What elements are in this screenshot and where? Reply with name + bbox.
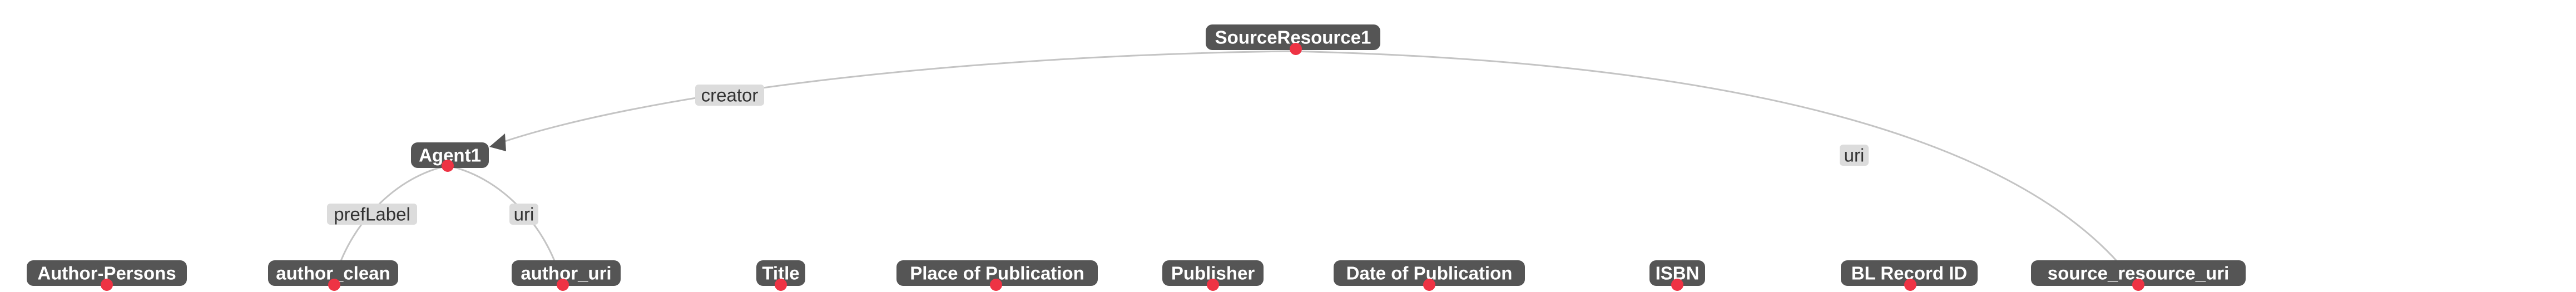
node-title-box [756, 260, 805, 286]
node-author-uri-box [512, 260, 621, 286]
nodes-layer: SourceResource1 Agent1 Author-Persons au… [27, 24, 2246, 286]
handle-source-resource-uri[interactable] [2132, 279, 2144, 291]
handle-date-of-publication[interactable] [1423, 279, 1435, 291]
handle-agent[interactable] [442, 160, 454, 172]
handle-author-clean[interactable] [328, 279, 340, 291]
edge-label-preflabel[interactable]: prefLabel [327, 204, 417, 225]
edge-labels-layer: creator uri prefLabel uri [327, 85, 1869, 225]
edge-label-creator[interactable]: creator [695, 85, 764, 106]
handle-publisher[interactable] [1207, 279, 1219, 291]
node-author-clean-box [268, 260, 398, 286]
node-author-persons-box [27, 260, 187, 286]
edges-layer [333, 50, 2137, 284]
handle-source-resource[interactable] [1290, 43, 1302, 55]
node-source-resource[interactable]: SourceResource1 [1206, 24, 1380, 50]
edge-label-uri-agent[interactable]: uri [509, 204, 538, 225]
node-publisher-box [1162, 260, 1264, 286]
edge-label-creator-box [695, 85, 764, 106]
node-source-resource-box [1206, 24, 1380, 50]
node-source-resource-uri[interactable]: source_resource_uri [2031, 260, 2246, 286]
node-place-of-publication-box [896, 260, 1098, 286]
node-place-of-publication[interactable]: Place of Publication [896, 260, 1098, 286]
node-isbn-box [1649, 260, 1705, 286]
handle-isbn[interactable] [1671, 279, 1683, 291]
handles-layer [101, 43, 2144, 291]
handle-title[interactable] [775, 279, 787, 291]
handle-author-persons[interactable] [101, 279, 113, 291]
handle-bl-record-id[interactable] [1904, 279, 1916, 291]
edge-label-uri-source-box [1840, 145, 1869, 166]
edge-creator[interactable] [494, 50, 1291, 146]
node-bl-record-id-box [1841, 260, 1978, 286]
edge-label-uri-source-text: uri [1844, 145, 1865, 166]
edge-label-uri-agent-text: uri [514, 204, 534, 225]
edge-uri-source[interactable] [1290, 50, 2137, 284]
edge-creator-arrowhead [489, 133, 506, 151]
node-source-resource-uri-box [2031, 260, 2246, 286]
handle-author-uri[interactable] [557, 279, 569, 291]
edge-label-preflabel-text: prefLabel [334, 204, 410, 225]
edge-label-uri-source[interactable]: uri [1840, 145, 1869, 166]
node-agent[interactable]: Agent1 [411, 142, 489, 168]
edge-label-uri-agent-box [509, 204, 538, 225]
node-bl-record-id[interactable]: BL Record ID [1841, 260, 1978, 286]
node-agent-box [411, 142, 489, 168]
edge-label-preflabel-box [327, 204, 417, 225]
handle-place-of-publication[interactable] [990, 279, 1002, 291]
node-date-of-publication-box [1334, 260, 1525, 286]
edge-label-creator-text: creator [701, 85, 759, 106]
